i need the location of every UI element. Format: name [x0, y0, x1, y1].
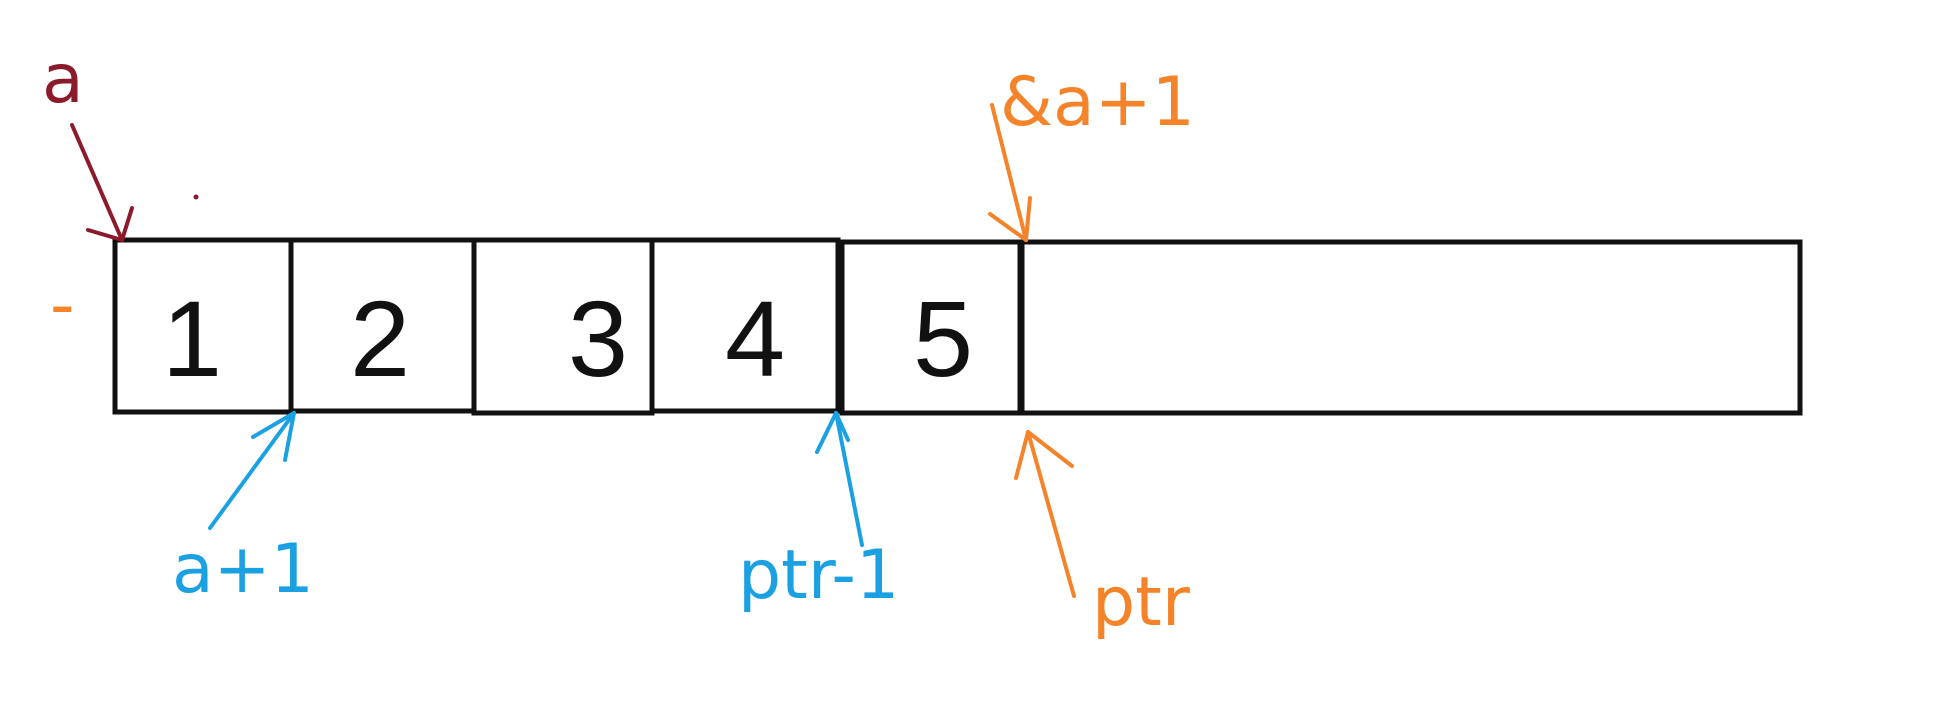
- cell-value-5: 5: [913, 278, 973, 399]
- arrow-ptr: [1014, 430, 1076, 598]
- cell-value-1: 1: [162, 278, 222, 399]
- cell-value-4: 4: [725, 278, 785, 399]
- cell-values: 1 2 3 4 5: [162, 278, 973, 399]
- stray-dot: [193, 194, 199, 200]
- arrow-addr-a-plus-1: [988, 103, 1032, 242]
- label-addr-a-plus-1: &a+1: [1000, 63, 1195, 142]
- arrow-ptr-minus-1: [815, 411, 864, 547]
- array-cells: [112, 237, 1803, 416]
- label-dash: -: [50, 266, 75, 345]
- array-cell-4: [649, 237, 841, 414]
- array-cell-empty: [1019, 239, 1803, 416]
- arrow-a-plus-1: [208, 411, 296, 530]
- label-ptr: ptr: [1092, 563, 1190, 642]
- label-a: a: [42, 40, 84, 119]
- label-a-plus-1: a+1: [172, 530, 314, 609]
- label-ptr-minus-1: ptr-1: [738, 536, 899, 615]
- cell-value-3: 3: [568, 278, 628, 399]
- arrow-a: [70, 123, 134, 242]
- cell-value-2: 2: [350, 278, 410, 399]
